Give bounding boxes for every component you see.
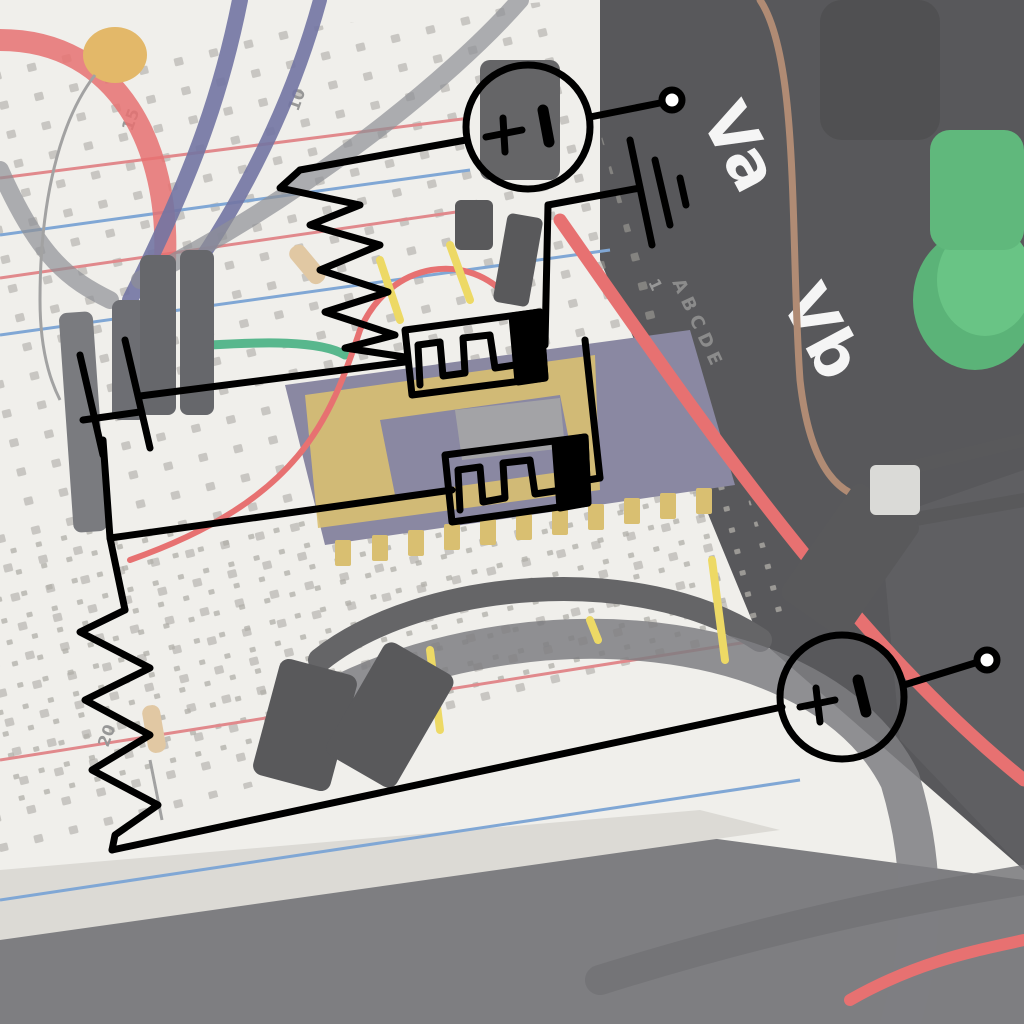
black-connector xyxy=(820,0,940,140)
ic-chip xyxy=(285,330,735,566)
ground-left-symbol xyxy=(76,336,154,459)
photo-resistors xyxy=(142,244,326,821)
breadboard-edge xyxy=(0,810,780,940)
chip-pins xyxy=(335,488,712,566)
left-bus-upper xyxy=(99,436,114,542)
capacitor xyxy=(38,27,147,401)
transistor-lower-symbol xyxy=(106,433,592,542)
transistor-upper-symbol xyxy=(136,308,549,400)
voltage-source-a-symbol xyxy=(296,61,686,193)
schematic-overlay xyxy=(76,61,1001,854)
green-knob xyxy=(913,130,1024,370)
right-connection xyxy=(541,184,644,484)
bottom-wire xyxy=(108,703,786,854)
left-bus-lower xyxy=(106,534,129,614)
resistor-upper-symbol xyxy=(276,166,409,361)
ground-right-symbol xyxy=(626,136,690,249)
resistor-lower-symbol xyxy=(76,606,162,854)
voltage-source-b-symbol xyxy=(776,631,1001,763)
